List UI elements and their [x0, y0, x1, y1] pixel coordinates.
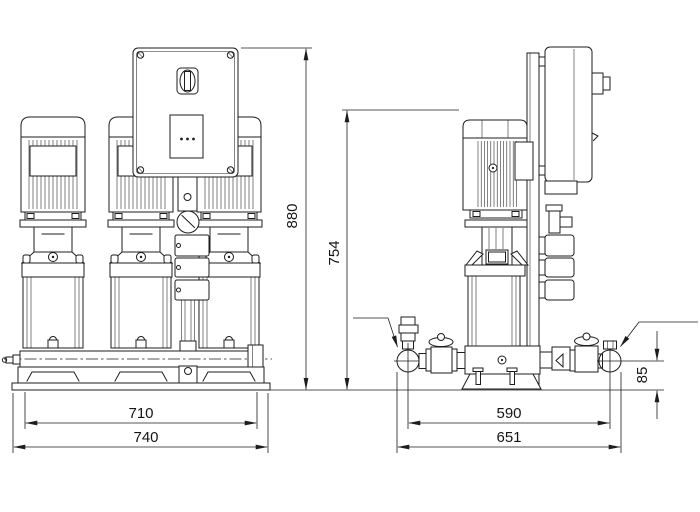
main-switch-icon	[176, 67, 199, 95]
pump-side	[461, 119, 542, 390]
ball-valve-suction	[425, 333, 458, 374]
dim-port-height: 85	[634, 331, 660, 419]
side-view	[353, 46, 698, 429]
dim-text-side-width-outer: 651	[496, 429, 521, 446]
display-panel	[169, 114, 204, 159]
terminal-box-side	[544, 180, 578, 195]
dim-front-width-inner: 710	[24, 392, 258, 429]
front-view	[1, 47, 272, 391]
dim-text-front-width-outer: 740	[133, 429, 158, 446]
accessory-boxes-side	[538, 234, 575, 301]
pressure-gauge-icon	[176, 210, 200, 234]
dim-side-height: 754	[326, 109, 459, 390]
dim-text-side-height: 754	[326, 240, 343, 265]
suction-port-assembly	[394, 316, 466, 429]
dim-front-height: 880	[241, 47, 312, 390]
mounting-panel	[526, 52, 540, 388]
flow-direction-icon	[555, 352, 564, 369]
control-cabinet-side	[538, 46, 611, 183]
ball-valve-discharge	[574, 332, 599, 373]
base-feet-side	[461, 373, 542, 390]
base-frame-front	[11, 365, 271, 391]
main-switch-side-icon	[591, 72, 604, 95]
dim-side-width-inner: 590	[408, 405, 610, 426]
dim-text-front-width-inner: 710	[128, 405, 153, 422]
dim-front-width-outer: 740	[12, 393, 269, 453]
dimensions: 880 754 710 740 590 651	[12, 47, 664, 453]
pressure-sensor	[545, 204, 573, 234]
center-column	[174, 176, 210, 352]
dim-side-width-outer: 651	[396, 372, 622, 453]
discharge-port-assembly	[539, 332, 664, 429]
discharge-port	[598, 349, 622, 373]
manifold-end-plug	[12, 354, 21, 365]
cabinet-screw-icon	[136, 51, 235, 174]
suction-leader-line	[353, 317, 398, 348]
check-valve	[551, 346, 571, 371]
discharge-leader-line	[620, 321, 698, 347]
dim-text-side-width-inner: 590	[496, 405, 521, 422]
dim-text-front-height: 880	[284, 203, 301, 228]
control-cabinet-front	[132, 47, 239, 178]
cable-hook-icon	[591, 132, 599, 142]
dim-text-port-height: 85	[634, 367, 651, 384]
pump-front-1	[19, 116, 87, 349]
